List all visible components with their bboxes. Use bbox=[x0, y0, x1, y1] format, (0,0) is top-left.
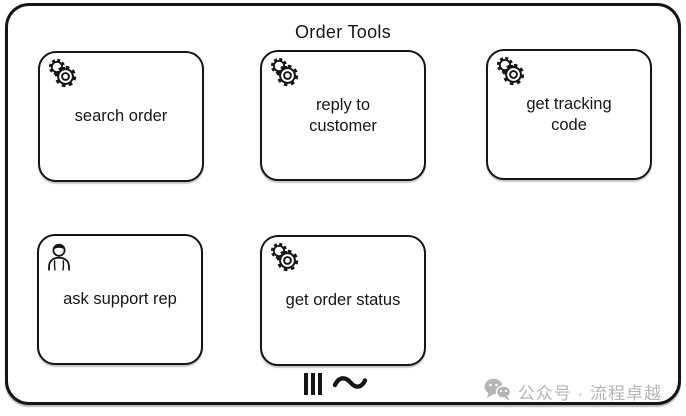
user-person-icon bbox=[46, 241, 72, 277]
tool-label: search order bbox=[74, 107, 168, 125]
ad-hoc-tilde-marker bbox=[332, 375, 368, 396]
tool-node-search-order: search order bbox=[38, 51, 204, 182]
watermark: 公众号 · 流程卓越 bbox=[483, 377, 662, 406]
service-gears-icon bbox=[495, 56, 525, 91]
subprocess-markers bbox=[304, 371, 368, 397]
parallel-multi-instance-marker bbox=[304, 373, 322, 395]
tool-label: get order status bbox=[285, 291, 401, 309]
tool-node-get-tracking-code: get tracking code bbox=[486, 49, 652, 180]
tool-node-get-order-status: get order status bbox=[260, 235, 426, 366]
watermark-text: 公众号 · 流程卓越 bbox=[517, 384, 662, 403]
tool-label: reply to customer bbox=[309, 95, 377, 135]
service-gears-icon bbox=[47, 58, 77, 93]
diagram-title: Order Tools bbox=[294, 22, 391, 42]
tool-node-ask-support-rep: ask support rep bbox=[37, 234, 203, 365]
service-gears-icon bbox=[269, 242, 299, 277]
tool-label: get tracking code bbox=[526, 94, 612, 134]
tool-node-reply-to-customer: reply to customer bbox=[260, 50, 426, 181]
wechat-icon bbox=[483, 377, 512, 406]
tool-label: ask support rep bbox=[63, 290, 177, 308]
service-gears-icon bbox=[269, 57, 299, 92]
